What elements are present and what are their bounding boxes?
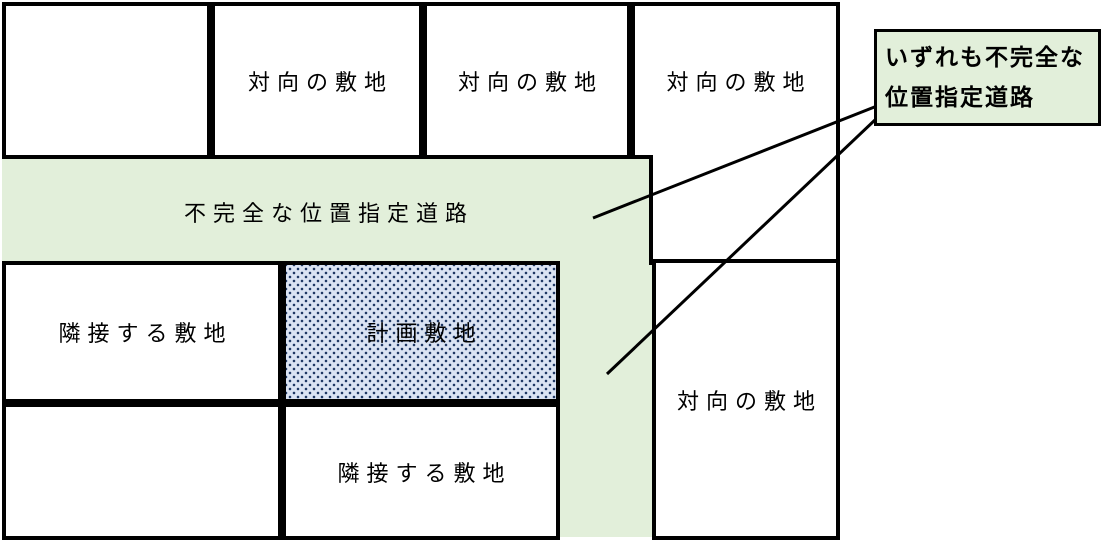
adjacent-site-box-upper: 隣接する敷地	[2, 261, 282, 403]
adjacent-site-label-lower: 隣接する敷地	[337, 460, 512, 486]
planned-site-label: 計画敷地	[366, 321, 483, 346]
callout-box: いずれも不完全な 位置指定道路	[874, 29, 1101, 126]
opposite-site-label-1: 対向の敷地	[247, 69, 393, 95]
adjacent-site-label-upper: 隣接する敷地	[58, 321, 233, 346]
opposite-site-label-3: 対向の敷地	[666, 70, 812, 95]
empty-site-box-bottom-left	[2, 403, 282, 540]
opposite-site-box-right: 対向の敷地	[652, 259, 840, 540]
incomplete-designated-road-vertical	[559, 263, 653, 537]
opposite-site-box-3: 対向の敷地	[631, 2, 840, 264]
callout-text-line2: 位置指定道路	[885, 84, 1035, 110]
opposite-site-box-2: 対向の敷地	[423, 2, 631, 159]
opposite-site-label-right: 対向の敷地	[676, 388, 822, 414]
incomplete-designated-road-horizontal: 不完全な位置指定道路	[2, 155, 653, 265]
opposite-site-box-1: 対向の敷地	[211, 2, 423, 159]
empty-site-box-top-left	[2, 2, 211, 159]
adjacent-site-box-lower: 隣接する敷地	[282, 403, 560, 540]
planned-site-box: 計画敷地	[282, 261, 560, 403]
opposite-site-label-2: 対向の敷地	[457, 69, 603, 95]
callout-text-line1: いずれも不完全な	[885, 44, 1085, 70]
road-label: 不完全な位置指定道路	[183, 201, 474, 226]
opposite-site-label-slot: 対向の敷地	[635, 6, 836, 156]
